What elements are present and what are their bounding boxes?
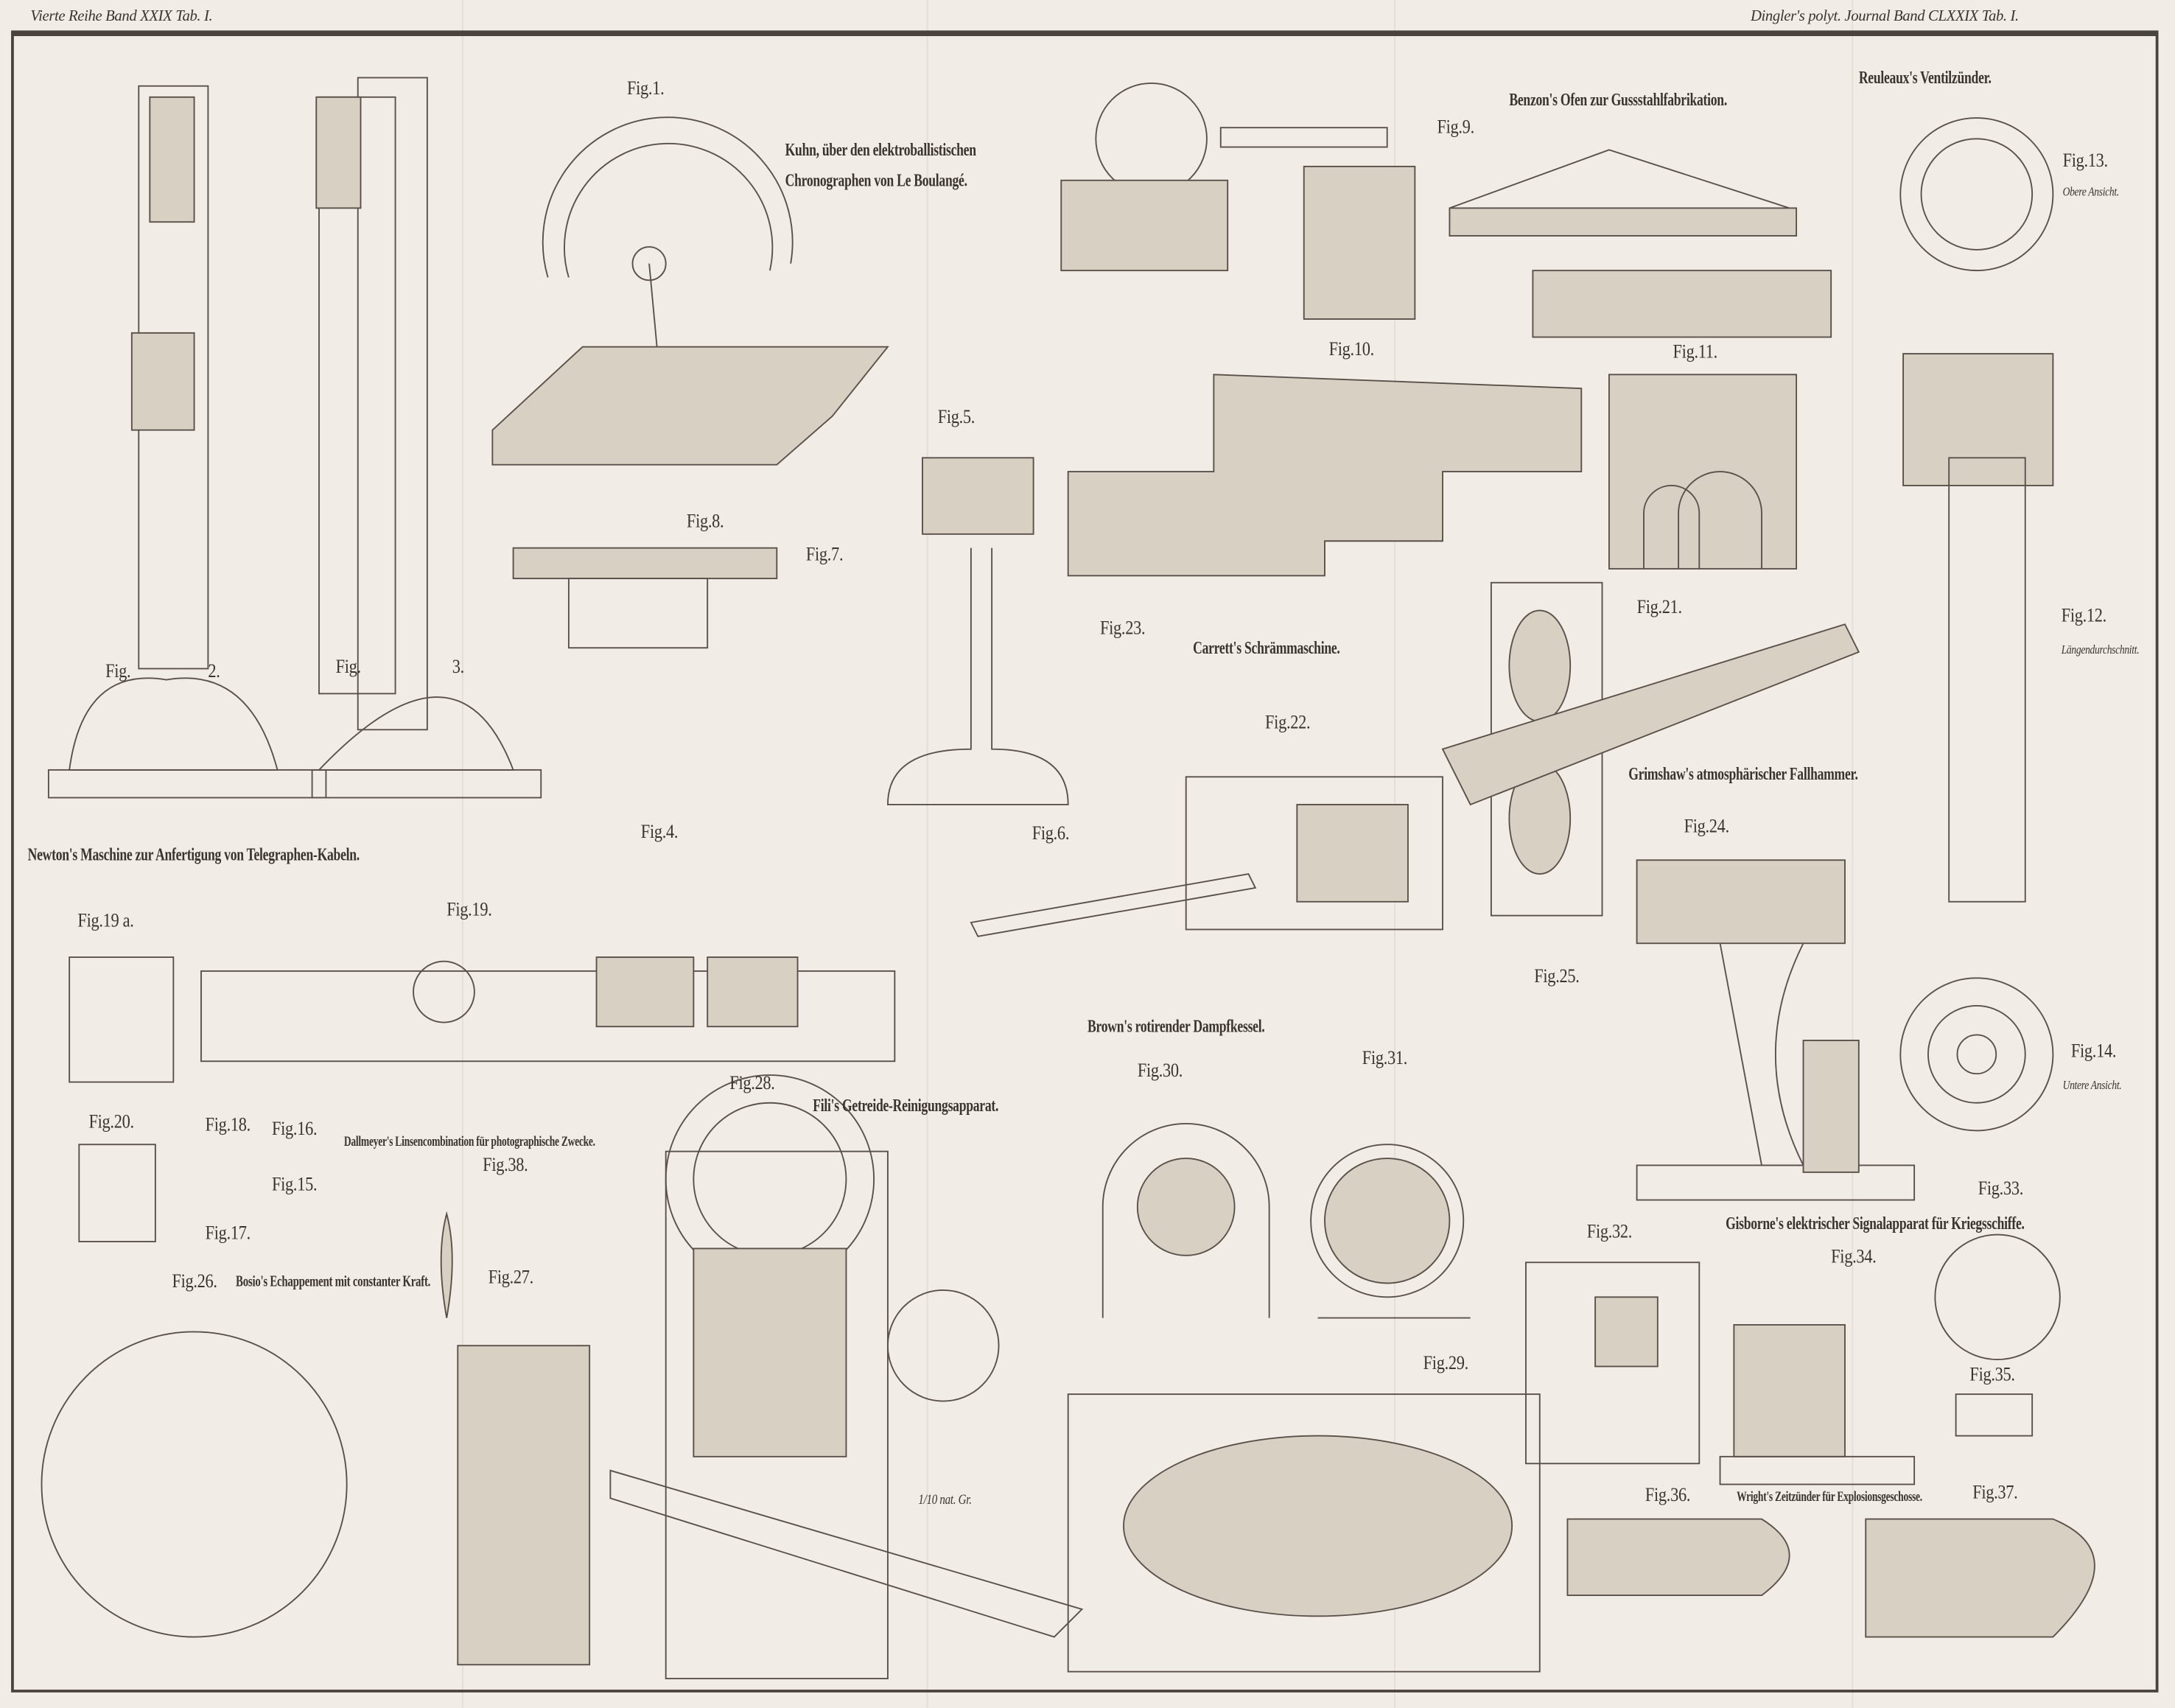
fig-label: Fig.36. [1645,1485,1691,1507]
caption-dallmeyer: Dallmeyer's Linsencombination für photog… [343,1135,595,1150]
fig28-getreide [609,1074,1084,1680]
fig35-drawing [1955,1393,2034,1437]
fig26-escapement [41,1331,348,1638]
fig-label: Fig.29. [1423,1354,1469,1375]
fig-label: 2. [208,662,220,683]
fig10-section [1067,374,1583,577]
fig20-drawing [78,1144,156,1242]
fig21-fallhammer [1441,581,1860,917]
fig-label: Fig.5. [937,407,976,429]
fig-label: Fig. [335,657,362,679]
fig-label: Fig.8. [686,511,724,533]
fig-label: Fig.1. [626,79,665,100]
fig-label: Fig.27. [488,1267,534,1289]
caption-scale: 1/10 nat. Gr. [918,1492,972,1508]
fig-label: Fig.12. [2061,606,2107,627]
plate-header-right: Dingler's polyt. Journal Band CLXXIX Tab… [1750,8,2019,25]
fig-label: Fig.18. [205,1115,251,1136]
fig24-apparatus [1636,859,1916,1201]
fig2-apparatus [47,85,327,799]
fig-label: Fig. [105,662,131,683]
fig38-lens [440,1211,453,1318]
fig32-signalapparat [1525,1261,1701,1465]
fold-line [926,0,928,1708]
fig-label: Fig.30. [1137,1061,1183,1082]
fig-label: Fig.20. [88,1112,134,1134]
fig-label: Fig.10. [1328,340,1375,361]
fold-line [461,0,463,1708]
fig-label: Fig.9. [1437,118,1474,139]
fig-label: Fig.14. [2070,1041,2117,1063]
caption-laengendurchschnitt: Längendurchschnitt. [2061,642,2140,657]
caption-reuleaux: Reuleaux's Ventilzünder. [1858,66,1992,88]
fig-label: Fig.15. [272,1175,318,1196]
fig8-apparatus [512,547,778,649]
fig36-zeitzuender [1566,1518,1790,1597]
fig-label: Fig.17. [205,1223,251,1245]
caption-obere-ansicht: Obere Ansicht. [2062,184,2120,199]
fig-label: Fig.33. [1978,1179,2024,1200]
fig-label: Fig.25. [1534,967,1580,988]
fig22-schraemmaschine [970,776,1443,937]
fig37-geschoss [1865,1518,2095,1638]
caption-fili: Fili's Getreide-Reinigungsapparat. [813,1094,999,1116]
fig-label: Fig.13. [2062,151,2109,172]
fig11-section [1608,374,1798,570]
fig-label: Fig.16. [272,1119,318,1141]
fig-label: Fig.34. [1831,1247,1877,1268]
fig-label: Fig.7. [805,545,844,567]
caption-wright: Wright's Zeitzünder für Explosionsgescho… [1737,1490,1922,1505]
fig-label: Fig.24. [1684,816,1730,839]
fig-label: Fig.37. [1972,1483,2018,1504]
caption-carrett: Carrett's Schrämmaschine. [1193,637,1340,658]
caption-kuhn-2: Chronographen von Le Boulangé. [785,169,967,190]
plate-header-left: Vierte Reihe Band XXIX Tab. I. [30,8,213,25]
fig-label: Fig.26. [172,1272,217,1293]
fig3-apparatus [311,77,542,799]
fig-label: Fig.31. [1362,1049,1408,1070]
plate-border [11,30,2159,1693]
fig-label: Fig.23. [1099,618,1146,640]
fig-label: Fig.28. [729,1074,775,1095]
fig19-kabelmaschine [69,956,896,1083]
fig-label: Fig.19 a. [77,911,134,933]
caption-benzon: Benzon's Ofen zur Gussstahlfabrikation. [1509,88,1727,110]
fig30-dampfkessel [1101,1123,1270,1318]
fig-label: Fig.22. [1265,713,1311,734]
caption-grimshaw: Grimshaw's atmosphärischer Fallhammer. [1628,763,1858,784]
caption-gisborne: Gisborne's elektrischer Signalapparat fü… [1726,1212,2025,1233]
fig-label: Fig.11. [1673,343,1718,364]
caption-brown: Brown's rotirender Dampfkessel. [1088,1015,1265,1037]
fig9-furnace [1060,83,1832,338]
fig31-dampfkessel [1310,1144,1471,1319]
fig-label: Fig.19. [446,900,492,922]
fig1-chronograph [491,116,889,466]
caption-kuhn-1: Kuhn, über den elektroballistischen [785,139,976,160]
fig-label: Fig.6. [1032,824,1070,845]
fig-label: 3. [452,657,465,679]
fold-line [1852,0,1854,1708]
caption-bosio: Bosio's Echappement mit constanter Kraft… [236,1273,431,1290]
fig-label: Fig.21. [1636,598,1683,619]
fig27-drawing [457,1345,591,1666]
fig12-14-ventilzuender [1899,117,2054,1132]
caption-newton: Newton's Maschine zur Anfertigung von Te… [27,843,360,864]
fig-label: Fig.32. [1586,1222,1633,1243]
fig29-dampfkessel [1067,1393,1541,1673]
fig-label: Fig.35. [1969,1365,2015,1386]
fig-label: Fig.4. [640,822,679,844]
fig-label: Fig.38. [483,1155,528,1177]
fig33-dial [1934,1233,2061,1360]
fig34-signalapparat [1719,1324,1916,1485]
fig5-apparatus [886,457,1069,805]
caption-untere-ansicht: Untere Ansicht. [2062,1077,2122,1092]
